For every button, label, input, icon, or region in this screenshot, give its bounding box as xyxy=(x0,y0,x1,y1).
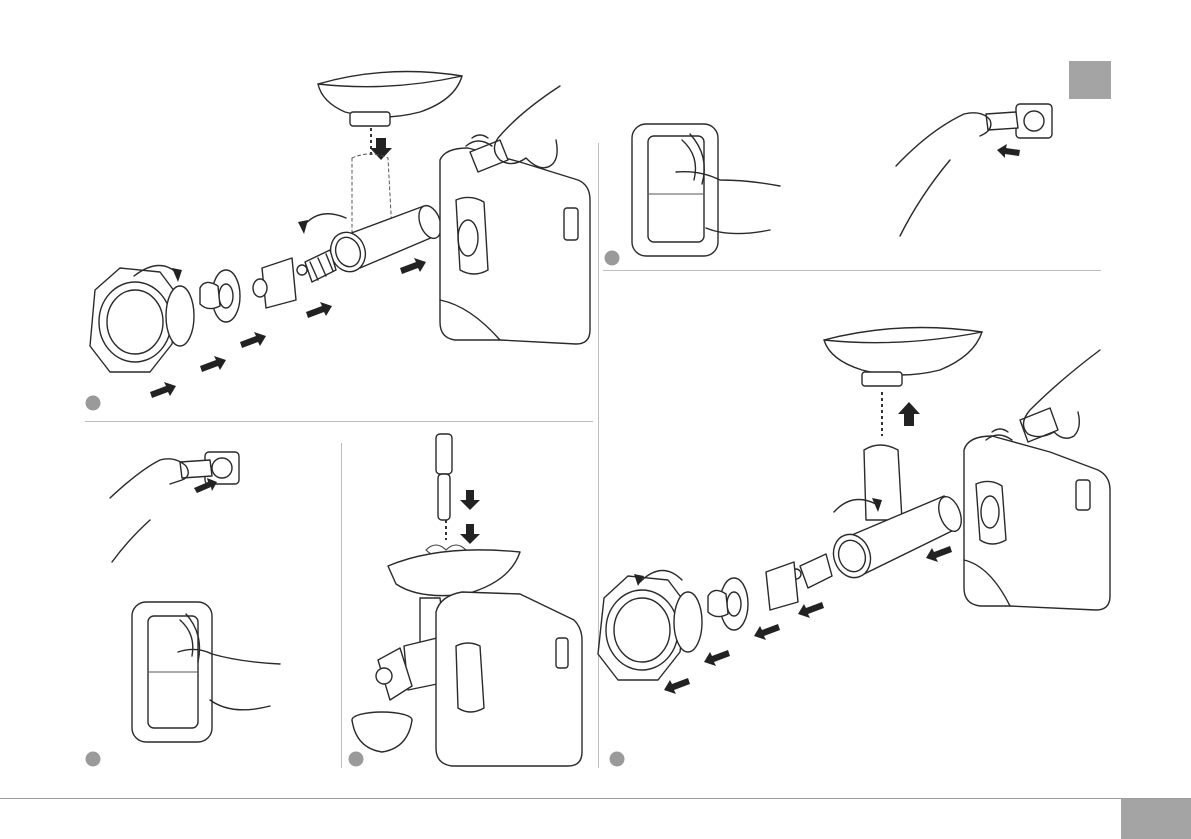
panel-operation xyxy=(352,434,582,766)
knife-icon xyxy=(766,562,798,610)
meat-grinder-icon xyxy=(964,408,1110,610)
ring-nut-icon xyxy=(90,268,194,372)
step-4 xyxy=(605,251,620,266)
panel-disassembly xyxy=(598,328,1110,695)
panel-power-on xyxy=(110,452,280,742)
power-switch-icon xyxy=(132,602,212,742)
wall-socket-icon xyxy=(1016,104,1052,138)
meat-grinder-icon xyxy=(376,592,582,766)
panel-power-off xyxy=(632,104,1052,256)
hand-icon xyxy=(896,113,991,236)
step-3 xyxy=(349,752,364,767)
arrow-icon xyxy=(370,138,392,160)
bowl-icon xyxy=(352,712,412,752)
meat-grinder-icon xyxy=(440,140,590,344)
food-tray-icon xyxy=(824,328,982,387)
step-1 xyxy=(86,396,101,411)
auger-icon xyxy=(297,250,336,282)
power-plug-icon xyxy=(180,460,212,478)
pusher-icon xyxy=(436,434,452,520)
auger-icon xyxy=(791,554,832,588)
power-switch-icon xyxy=(632,124,718,256)
grinder-head-icon xyxy=(828,445,966,583)
grinder-head-icon xyxy=(325,203,445,277)
panel-assembly xyxy=(90,72,590,399)
step-5 xyxy=(610,752,625,767)
food-tray-icon xyxy=(318,72,462,127)
footer-rule xyxy=(0,798,1191,799)
step-2 xyxy=(86,752,101,767)
page-number-tab xyxy=(1121,799,1191,839)
food-tray-icon xyxy=(388,550,520,596)
knife-icon xyxy=(253,258,296,308)
ring-nut-icon xyxy=(598,576,702,680)
hand-icon xyxy=(110,459,188,562)
